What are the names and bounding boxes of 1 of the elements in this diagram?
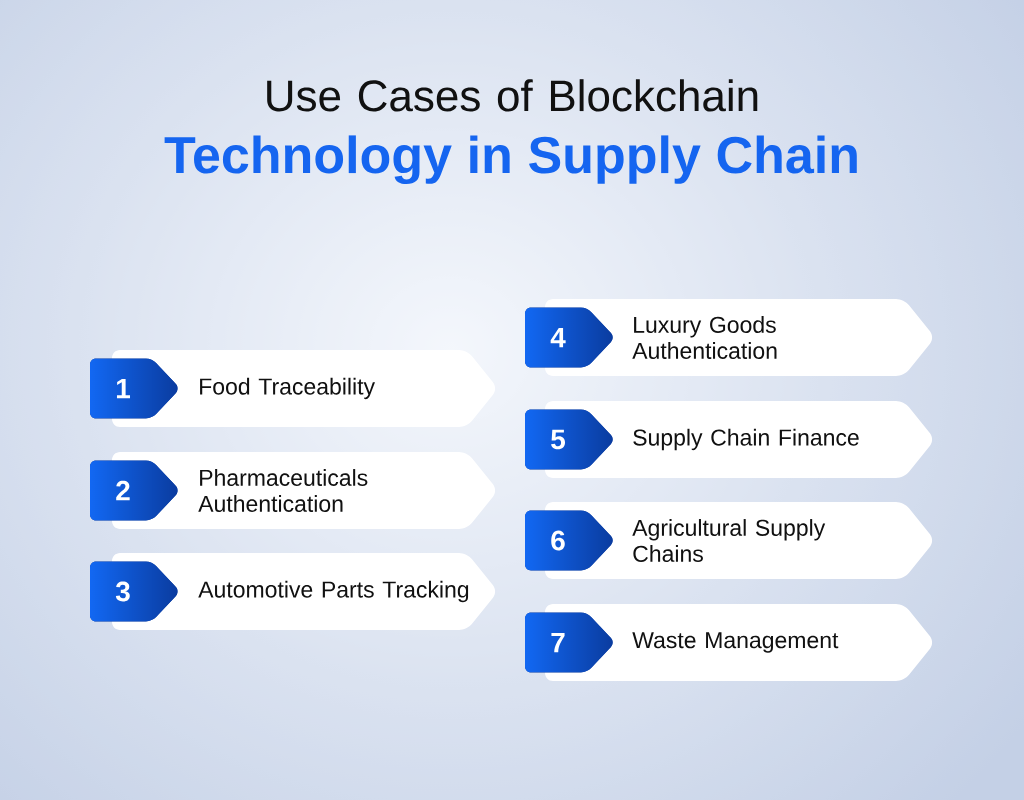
title: Use Cases of Blockchain Technology in Supply Chain (164, 79, 857, 185)
